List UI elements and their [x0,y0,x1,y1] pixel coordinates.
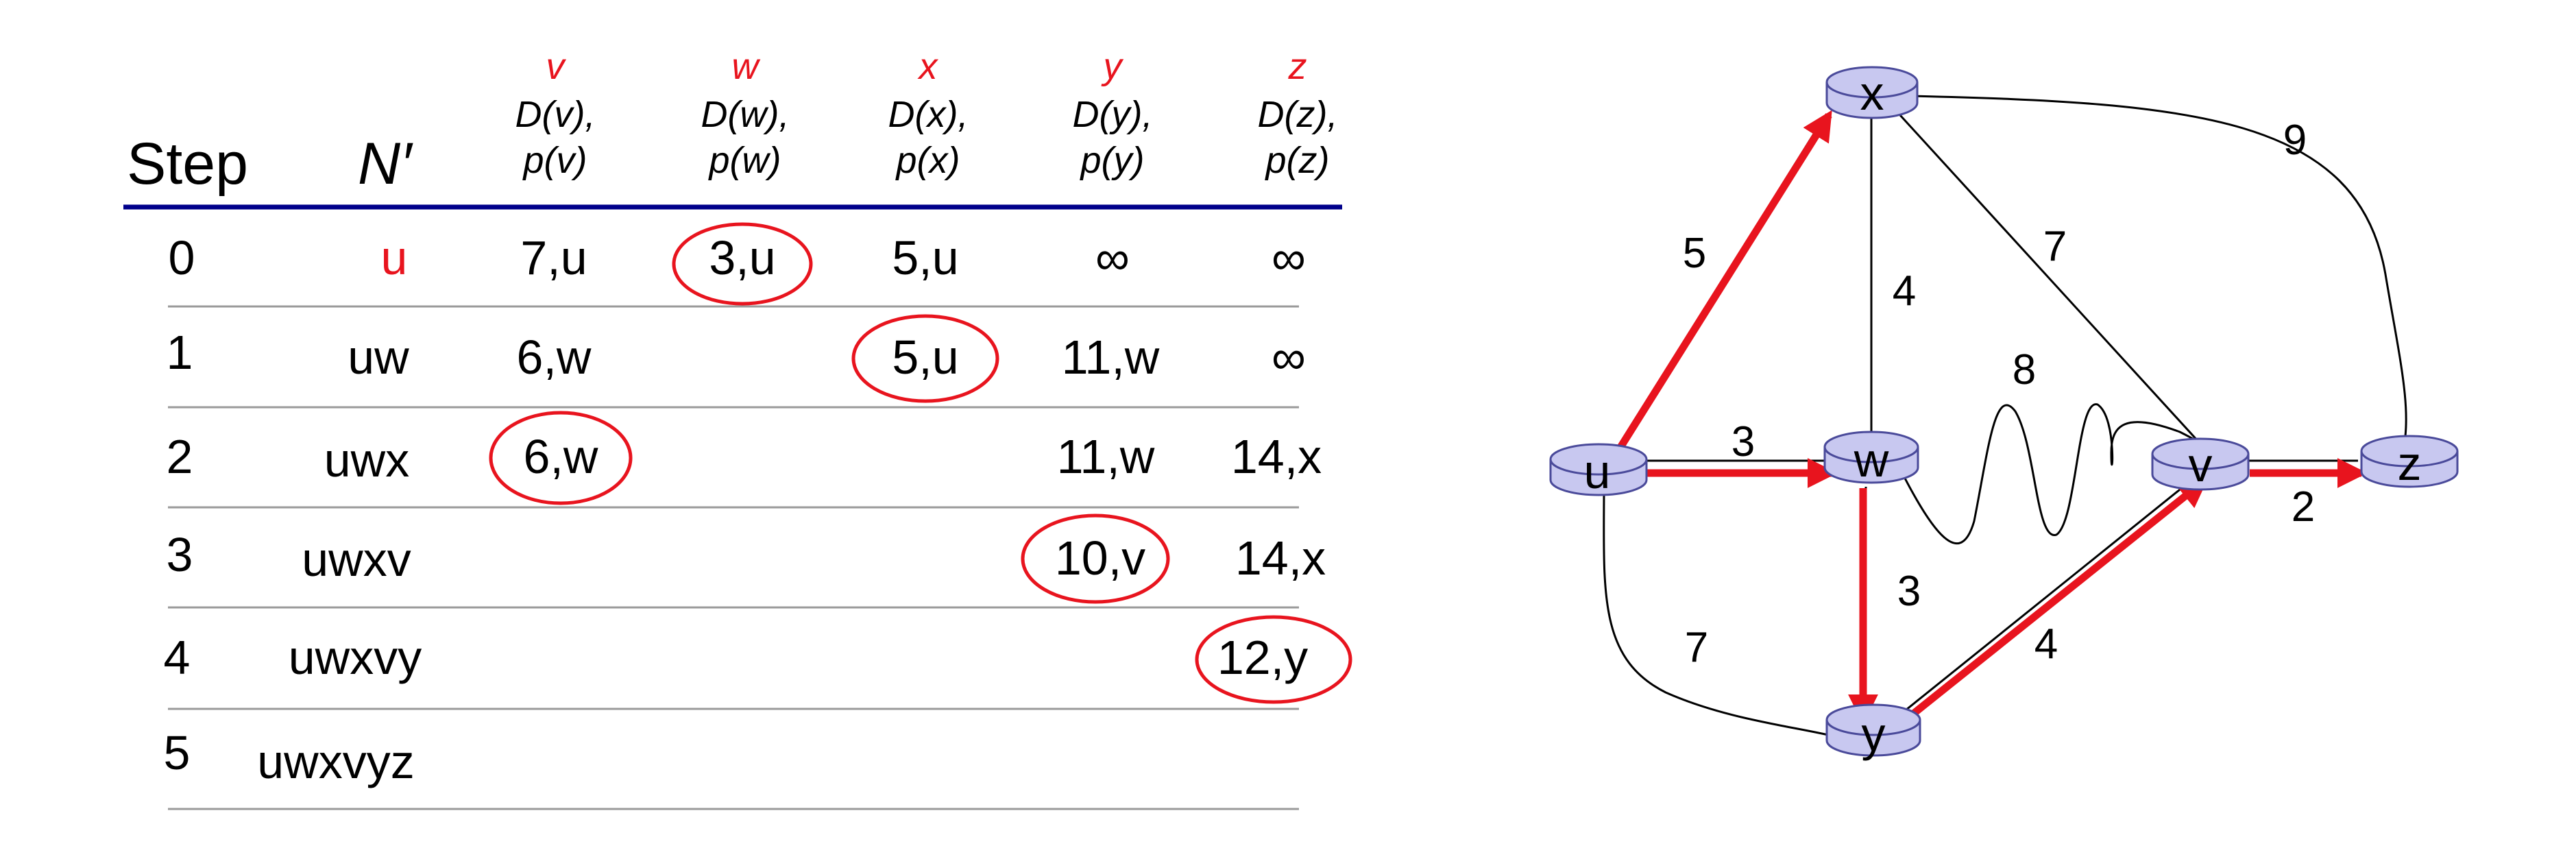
node-label: z [2398,437,2422,490]
router-u: u [1549,443,1648,498]
weight-w-v: 8 [2013,346,2036,394]
weight-u-x: 5 [1683,230,1706,277]
nprime-value: uw [348,330,409,384]
weight-y-v: 4 [2034,620,2058,668]
col-header-line2: p(y) [1080,140,1145,181]
step-number: 4 [164,631,191,684]
col-header-line2: p(w) [708,140,781,181]
weight-x-z: 9 [2283,117,2307,164]
table-cell: 11,w [1057,430,1155,483]
weight-x-v: 7 [2043,223,2067,270]
selected-circle [1195,615,1352,704]
link-x-z [1912,95,2407,453]
nprime-value: uwx [324,433,409,487]
link-u-y [1603,483,1838,738]
table-cell: 6,w [517,330,592,384]
table-cell: 12,y [1217,631,1308,684]
col-header-line1: D(v), [515,94,596,135]
table-cell: ∞ [1272,330,1306,384]
step-number: 3 [167,528,193,581]
selected-circle [1021,513,1170,604]
node-label: x [1860,67,1884,120]
nprime-value: uwxv [302,533,411,586]
nprime-header: N′ [358,131,413,197]
step-header: Step [127,131,248,197]
nprime-value: uwxvyz [257,735,414,788]
table-cell: ∞ [1272,231,1306,285]
node-label: w [1854,433,1889,487]
network-graph: x u w v z y 5 3 [1549,66,2459,761]
step-number: 2 [167,430,193,483]
col-header-line1: D(y), [1073,94,1153,135]
nprime-value: uwxvy [289,631,422,684]
node-label: u [1584,445,1611,498]
col-node-x: x [917,46,939,87]
col-header-line1: D(z), [1258,94,1338,135]
weight-w-y: 3 [1897,568,1921,615]
edge-weights: 5 3 7 4 7 9 8 3 4 2 [1683,117,2315,671]
selected-circle [851,314,999,403]
col-header-line1: D(w), [701,94,790,135]
step-number: 5 [164,726,191,779]
router-w: w [1823,431,1919,487]
selected-circle [672,222,813,306]
table-cell: 14,x [1231,430,1322,483]
table-cell: 5,u [892,330,958,384]
step-number: 0 [169,231,195,285]
selected-circle [489,411,633,505]
col-header-line1: D(x), [888,94,969,135]
node-label: y [1862,708,1886,761]
table-cell: 10,v [1055,531,1145,585]
router-x: x [1825,66,1919,120]
weight-x-w: 4 [1893,267,1916,315]
col-node-y: y [1101,46,1124,87]
link-x-v [1899,114,2222,468]
table-cell: ∞ [1095,231,1130,285]
nprime-value: u [381,231,408,285]
table-cell: 14,x [1235,531,1326,585]
dijkstra-table: v w x y z D(v), D(w), D(x), D(y), D(z), … [123,46,1352,810]
router-z: z [2360,435,2459,490]
col-header-line2: p(x) [895,140,960,181]
link-y-v [1884,472,2201,728]
col-header-line2: p(z) [1265,140,1330,181]
col-header-line2: p(v) [522,140,587,181]
node-label: v [2189,438,2213,492]
path-arrow-y-v [1886,477,2209,737]
table-cell: 6,w [524,430,598,483]
col-node-z: z [1288,46,1307,87]
shortest-path [1613,110,2368,737]
table-cell: 3,u [709,231,775,285]
step-number: 1 [167,326,193,379]
router-v: v [2151,437,2250,492]
table-cell: 5,u [892,231,958,285]
table-cell: 11,w [1062,330,1160,384]
table-cell: 7,u [520,231,587,285]
weight-v-z: 2 [2292,483,2315,531]
selection-circles [489,222,1352,704]
weight-u-y: 7 [1685,624,1708,671]
col-node-v: v [546,46,567,87]
col-node-w: w [732,46,761,87]
row-separators [168,305,1299,810]
router-y: y [1825,703,1921,761]
path-arrow-u-x [1613,110,1832,456]
weight-u-w: 3 [1731,418,1755,466]
link-w-v-wavy [1897,403,2242,545]
